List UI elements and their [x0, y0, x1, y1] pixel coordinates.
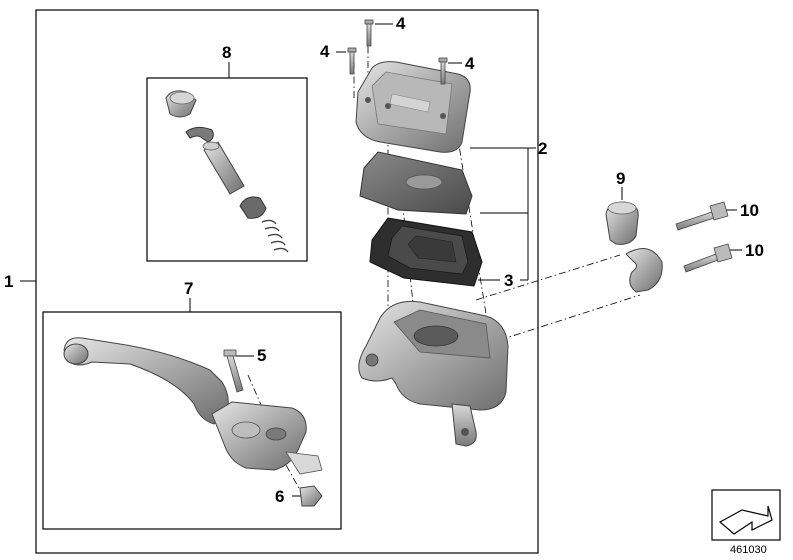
reservoir-cover [355, 61, 471, 153]
master-cylinder-body [358, 300, 509, 447]
lever-7-frame [42, 311, 342, 530]
callout-10-bottom: 10 [745, 241, 764, 260]
callout-1: 1 [4, 272, 14, 291]
callout-4-top: 4 [396, 14, 406, 33]
rubber-gasket [369, 217, 483, 287]
callout-8: 8 [222, 43, 232, 62]
callout-3: 3 [504, 271, 514, 290]
cover-screw [364, 19, 374, 47]
callout-10-top: 10 [740, 201, 759, 220]
callout-9: 9 [616, 169, 626, 188]
diagram-number: 461030 [730, 544, 767, 556]
callout-7: 7 [184, 279, 194, 298]
kit-8-frame [146, 77, 308, 262]
clamp-bolt [675, 201, 729, 231]
callout-4-left: 4 [320, 42, 330, 61]
cover-screw [438, 57, 448, 85]
callout-2: 2 [538, 139, 548, 158]
diaphragm-plate [359, 151, 473, 215]
clamp-bolt [683, 243, 733, 273]
lock-nut [299, 485, 323, 507]
callout-6: 6 [275, 487, 285, 506]
piston-kit [165, 90, 289, 253]
orientation-arrow-icon [711, 489, 781, 541]
callout-5: 5 [257, 346, 267, 365]
callout-4-right: 4 [465, 54, 475, 73]
pivot-bolt [223, 349, 244, 393]
handlebar-clamp [605, 201, 663, 293]
cover-screw [347, 47, 357, 75]
brake-lever [63, 337, 323, 475]
leader-lines [20, 23, 742, 497]
